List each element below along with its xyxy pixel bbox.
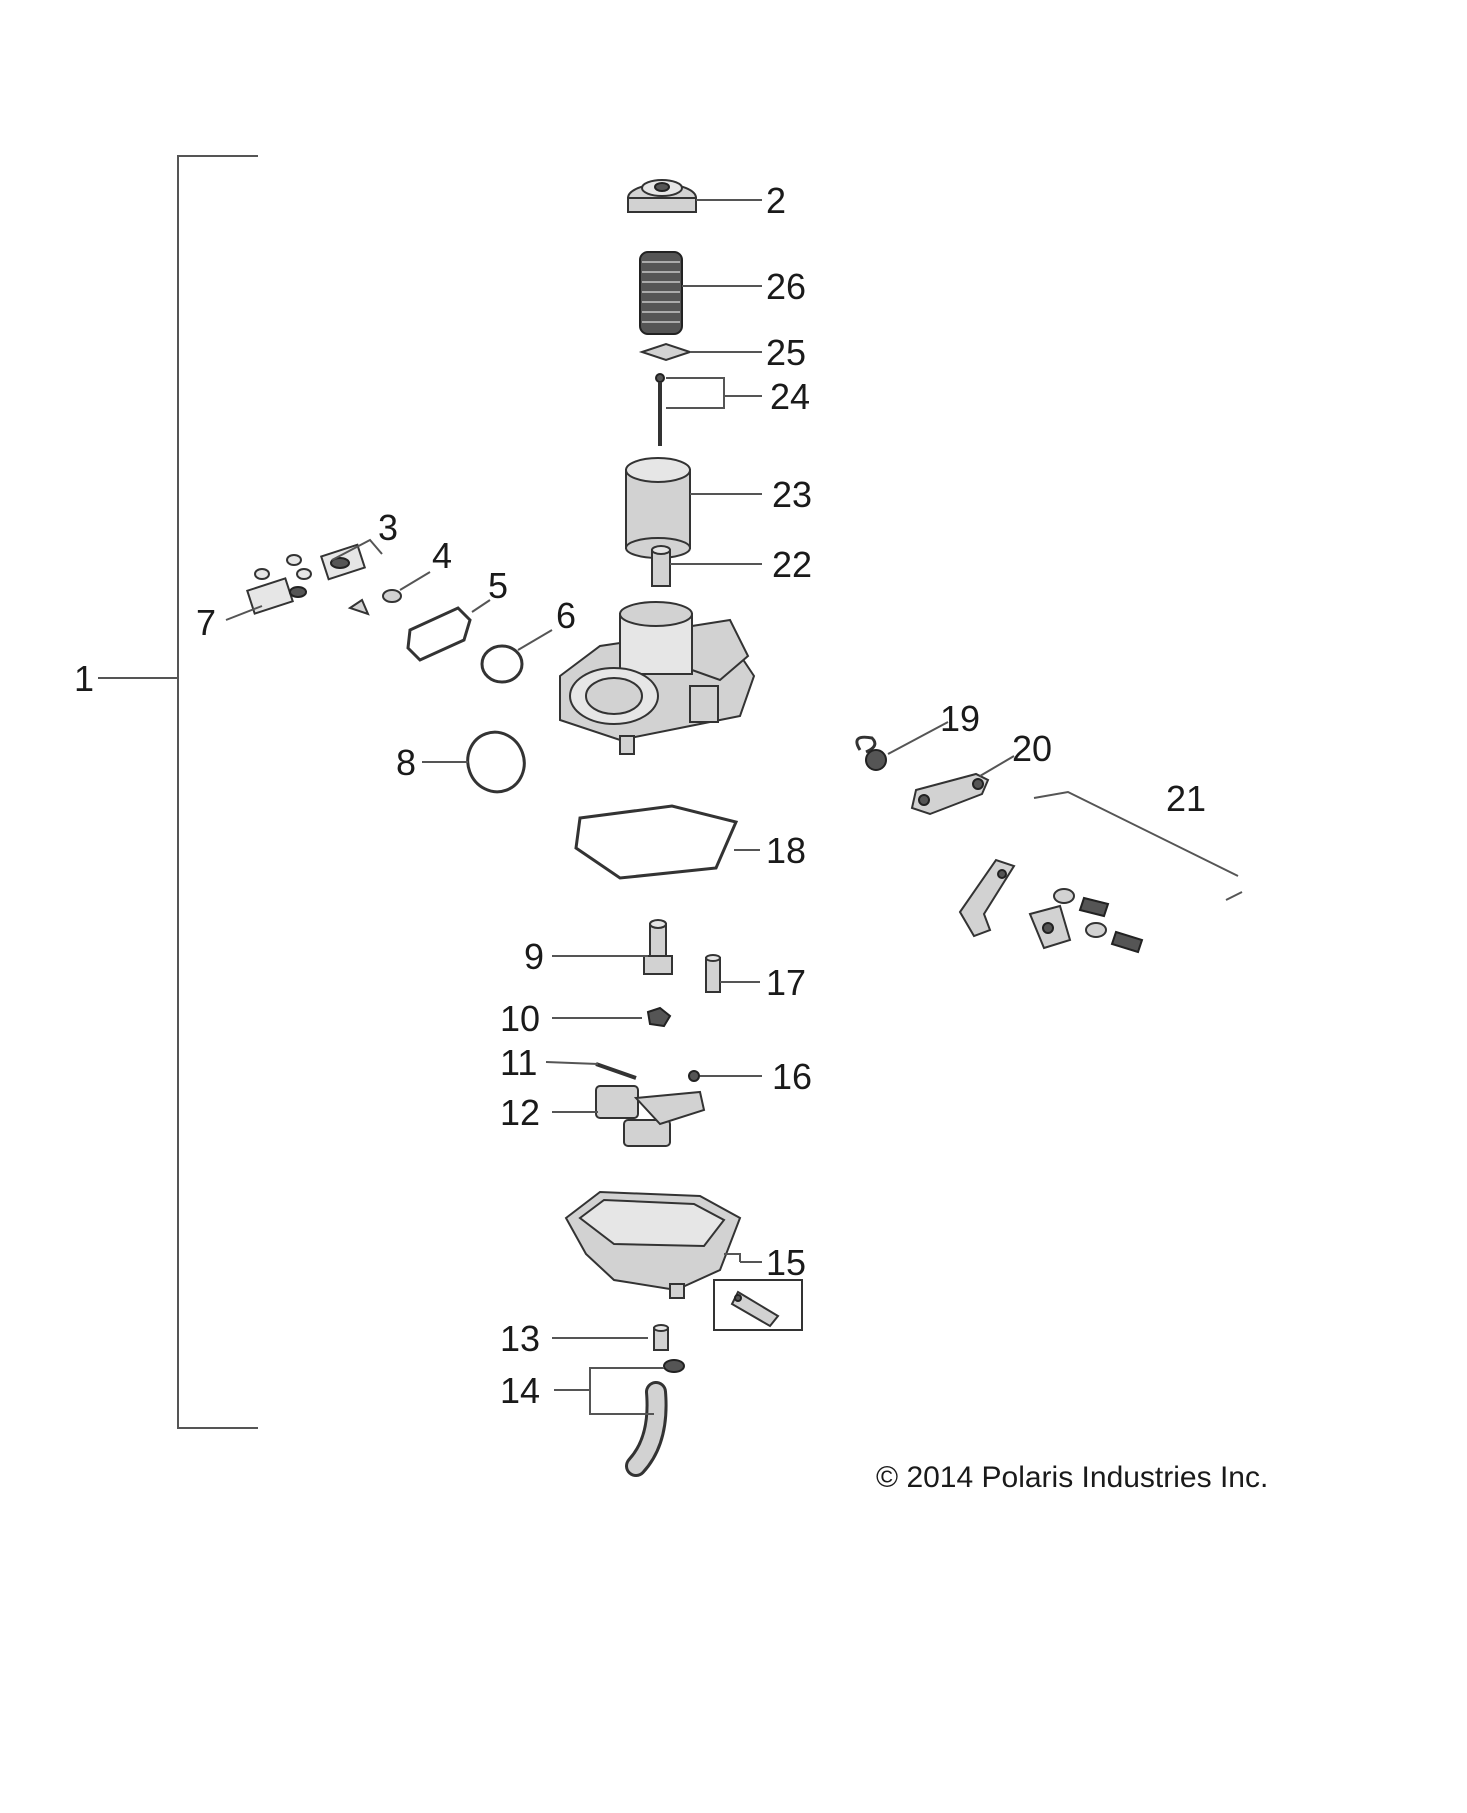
callout-25: 25 — [766, 332, 806, 373]
callout-11: 11 — [500, 1042, 537, 1083]
part-pilot-screw-set — [246, 543, 370, 616]
part-throttle-slide — [625, 457, 691, 559]
part-drain-screw-inset — [713, 1279, 803, 1331]
part-drain-hose — [625, 1359, 685, 1477]
part-main-jet — [646, 1006, 672, 1028]
part-pilot-jet — [705, 954, 721, 993]
part-carburetor-body — [559, 601, 756, 755]
part-jet-needle — [655, 373, 665, 446]
callout-18: 18 — [766, 830, 806, 871]
copyright-notice: © 2014 Polaris Industries Inc. — [876, 1461, 1268, 1494]
part-drain-screw — [653, 1324, 669, 1351]
part-o-ring-small — [480, 644, 524, 684]
part-throttle-lever — [910, 772, 990, 816]
callout-22: 22 — [772, 544, 812, 585]
part-needle-jet — [651, 545, 671, 587]
callout-8: 8 — [396, 742, 416, 783]
callout-17: 17 — [766, 962, 806, 1003]
part-cap — [627, 179, 697, 213]
part-main-jet-holder — [643, 919, 673, 975]
part-float-bowl — [564, 1190, 742, 1299]
part-return-spring — [855, 735, 887, 771]
callout-labels: 1 2 3 4 5 6 7 8 9 10 11 12 13 14 15 16 1… — [74, 180, 1206, 1411]
callout-15: 15 — [766, 1242, 806, 1283]
part-screw — [382, 589, 402, 603]
callout-16: 16 — [772, 1056, 812, 1097]
part-needle-valve — [688, 1070, 700, 1082]
part-spring — [639, 251, 683, 335]
assembly-bracket — [98, 155, 258, 1429]
part-float-bowl-gasket — [574, 804, 739, 880]
callout-26: 26 — [766, 266, 806, 307]
part-o-ring-large — [466, 730, 526, 794]
callout-7: 7 — [196, 602, 216, 643]
callout-9: 9 — [524, 936, 544, 977]
callout-19: 19 — [940, 698, 980, 739]
callout-3: 3 — [378, 507, 398, 548]
part-needle-clip — [638, 342, 694, 362]
part-float-pin — [595, 1062, 637, 1080]
callout-4: 4 — [432, 535, 452, 576]
part-float — [595, 1085, 706, 1147]
callout-1: 1 — [74, 658, 94, 699]
callout-23: 23 — [772, 474, 812, 515]
callout-6: 6 — [556, 595, 576, 636]
part-throttle-bracket-set — [958, 858, 1144, 954]
callout-20: 20 — [1012, 728, 1052, 769]
callout-21: 21 — [1166, 778, 1206, 819]
callout-12: 12 — [500, 1092, 540, 1133]
callout-10: 10 — [500, 998, 540, 1039]
callout-24: 24 — [770, 376, 810, 417]
callout-5: 5 — [488, 565, 508, 606]
callout-14: 14 — [500, 1370, 540, 1411]
part-cover-gasket — [406, 606, 472, 662]
callout-13: 13 — [500, 1318, 540, 1359]
callout-2: 2 — [766, 180, 786, 221]
